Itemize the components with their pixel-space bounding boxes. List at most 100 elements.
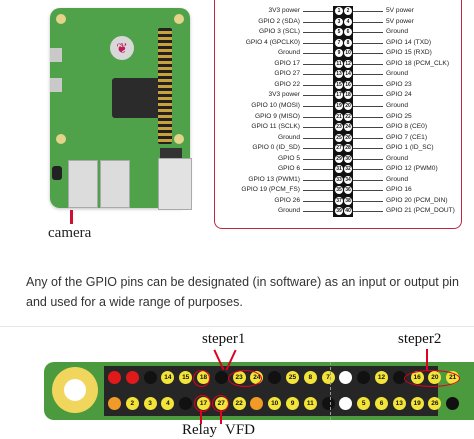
gpio-pin: [108, 397, 121, 410]
gpio-pin: 10: [268, 397, 282, 410]
leader-line: [303, 105, 333, 107]
usb-port: [68, 160, 98, 208]
pointer-line: [220, 410, 222, 424]
leader-line: [353, 158, 383, 160]
pin-label-left: GPIO 2 (SDA): [258, 17, 300, 25]
leader-line: [353, 53, 383, 55]
pin-label-left: Ground: [278, 133, 300, 141]
leader-line: [353, 95, 383, 97]
gpio-pin: [143, 371, 157, 384]
leader-line: [353, 32, 383, 34]
steper1-label: steper1: [202, 331, 246, 347]
pin-label-right: GPIO 20 (PCM_DIN): [386, 196, 448, 204]
pin-number: 19: [335, 101, 343, 110]
gpio-pin: 5: [357, 397, 371, 410]
leader-line: [353, 84, 383, 86]
pin-number: 5: [335, 28, 343, 37]
gpio-pin: 12: [375, 371, 388, 384]
gpio-pin: 7: [321, 371, 335, 384]
pin-label-right: 5V power: [386, 17, 414, 25]
pin-number: 1: [335, 7, 343, 15]
gpio-pin: 22: [232, 397, 246, 410]
pin-label-left: GPIO 0 (ID_SD): [252, 144, 300, 152]
mount-hole-large: [52, 367, 98, 413]
leader-line: [303, 211, 333, 213]
pin-number: 21: [335, 112, 343, 121]
leader-line: [353, 127, 383, 129]
leader-line: [303, 179, 333, 181]
mount-hole: [56, 134, 66, 144]
pin-label-left: 3V3 power: [268, 91, 300, 99]
pin-number: 27: [335, 144, 343, 153]
pin-number: 2: [344, 7, 352, 15]
pin-label-right: GPIO 16: [386, 186, 412, 194]
highlight-circle: [404, 370, 460, 387]
leader-line: [303, 190, 333, 192]
pin-number: 22: [344, 112, 352, 121]
leader-line: [353, 200, 383, 202]
pin-number: 26: [344, 133, 352, 142]
ethernet-port: [158, 158, 192, 210]
hdmi-port: [50, 78, 62, 92]
leader-line: [303, 116, 333, 118]
gpio-pin: [268, 371, 282, 384]
pin-label-left: GPIO 26: [274, 196, 300, 204]
pin-label-right: GPIO 18 (PCM_CLK): [386, 59, 450, 67]
pin-number: 3: [335, 17, 343, 26]
gpio-pin: 6: [375, 397, 388, 410]
pin-label-left: GPIO 3 (SCL): [258, 28, 300, 36]
leader-line: [303, 63, 333, 65]
relay-label: Relay: [182, 422, 217, 438]
pin-number: 38: [344, 196, 352, 205]
leader-line: [353, 137, 383, 139]
gpio-pin: 14: [161, 371, 175, 384]
pin-number: 4: [344, 17, 352, 26]
leader-line: [353, 148, 383, 150]
gpio-pin: 15: [179, 371, 193, 384]
leader-line: [353, 105, 383, 107]
divider-dashed: [330, 362, 331, 420]
leader-line: [303, 169, 333, 171]
pin-label-right: GPIO 24: [386, 91, 412, 99]
audio-jack: [52, 166, 62, 180]
pin-label-left: Ground: [278, 49, 300, 57]
pin-label-left: GPIO 19 (PCM_FS): [241, 186, 300, 194]
gpio-pin: [392, 371, 406, 384]
pin-number: 31: [335, 165, 343, 174]
gpio-pin: [357, 371, 371, 384]
leader-line: [303, 95, 333, 97]
leader-line: [303, 148, 333, 150]
pin-label-left: GPIO 22: [274, 80, 300, 88]
pin-label-right: Ground: [386, 28, 408, 36]
highlight-circle: [193, 370, 210, 387]
pin-label-right: Ground: [386, 70, 408, 78]
gpio-pin: [446, 397, 460, 410]
pin-number: 16: [344, 80, 352, 89]
pin-header-graphic: [333, 6, 353, 217]
leader-line: [353, 190, 383, 192]
pin-label-right: GPIO 25: [386, 112, 412, 120]
pin-label-left: GPIO 17: [274, 59, 300, 67]
leader-line: [353, 74, 383, 76]
pin-label-left: GPIO 6: [278, 165, 300, 173]
mount-hole: [174, 14, 184, 24]
pin-label-right: Ground: [386, 154, 408, 162]
leader-line: [303, 84, 333, 86]
gpio-pin: [250, 397, 264, 410]
gpio-pin: 25: [286, 371, 299, 384]
gpio-pin: 11: [303, 397, 317, 410]
highlight-circle: [194, 395, 211, 412]
pin-number: 8: [344, 38, 352, 47]
